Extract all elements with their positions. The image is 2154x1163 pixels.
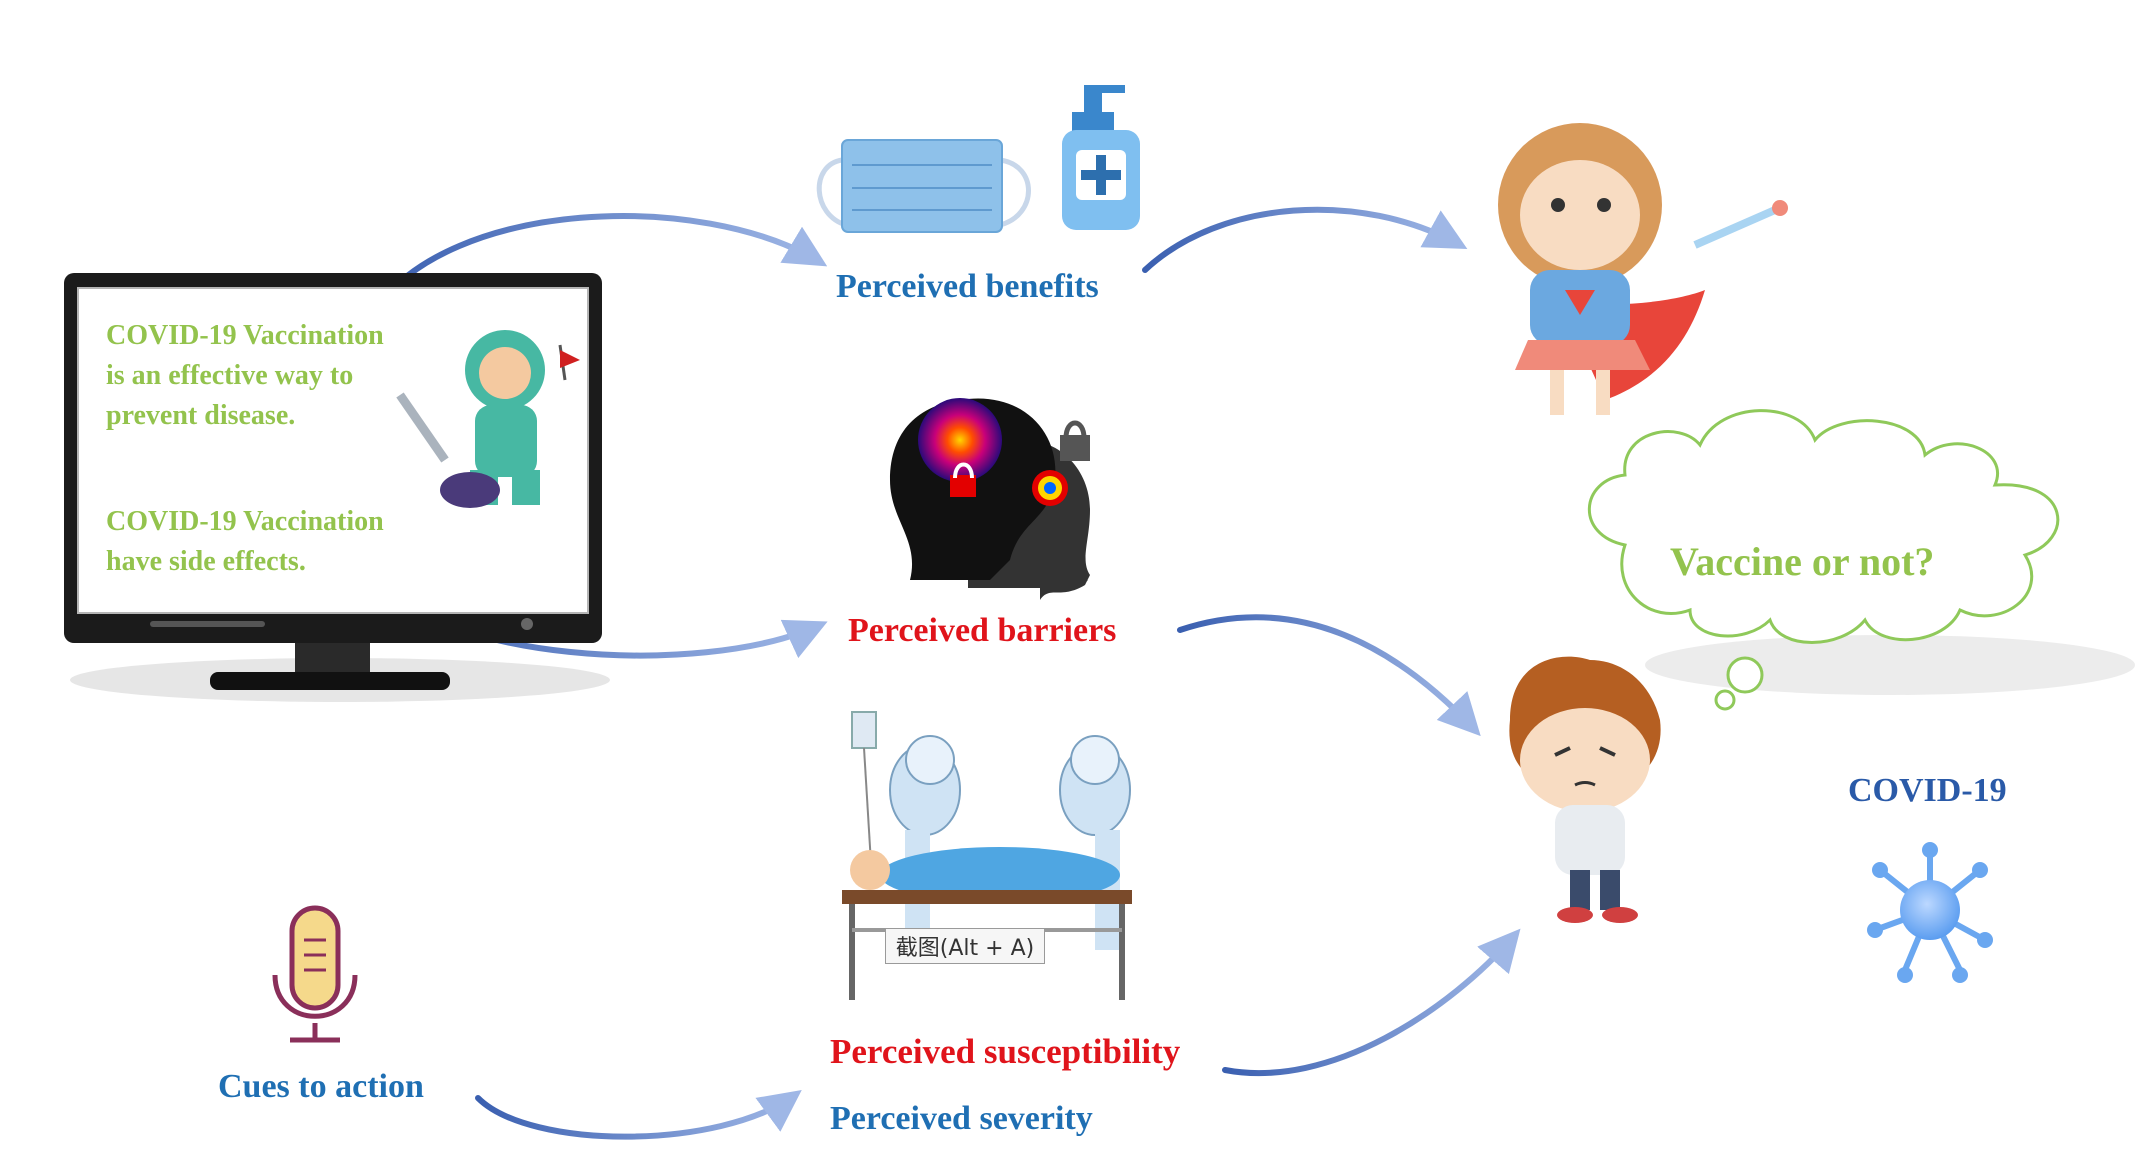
virus-icon: [1867, 842, 1993, 983]
doctor-icon: [396, 330, 580, 508]
arrow-cues-to-severity: [475, 1090, 802, 1140]
label-perceived-susceptibility: Perceived susceptibility: [830, 1032, 1181, 1071]
screenshot-tooltip: 截图(Alt + A): [885, 928, 1045, 964]
monitor-text-benefit-line2: is an effective way to: [106, 360, 354, 391]
brain-lock-icon: [890, 398, 1090, 600]
sanitizer-bottle-icon: [1062, 85, 1140, 230]
face-mask-icon: [816, 139, 1031, 233]
label-perceived-barriers: Perceived barriers: [848, 612, 1117, 649]
label-cues-to-action: Cues to action: [218, 1068, 424, 1105]
arrow-barriers-to-boy: [1177, 614, 1481, 737]
monitor-text-benefit-line3: prevent disease.: [106, 400, 296, 431]
monitor-text-side-effects-line1: COVID-19 Vaccination: [106, 506, 384, 537]
microphone-icon: [272, 905, 358, 1043]
arrow-monitor-to-benefits: [372, 213, 828, 313]
thought-cloud-icon: [1587, 409, 2135, 711]
thought-bubble-text: Vaccine or not?: [1670, 539, 1935, 584]
monitor-text-benefit-line1: COVID-19 Vaccination: [106, 320, 384, 351]
superhero-girl-icon: [1498, 123, 1788, 415]
monitor-text-side-effects-line2: have side effects.: [106, 546, 306, 577]
arrow-benefits-to-girl: [1142, 206, 1468, 273]
label-perceived-severity: Perceived severity: [830, 1100, 1093, 1137]
label-perceived-benefits: Perceived benefits: [836, 268, 1099, 305]
label-covid19: COVID-19: [1848, 772, 2007, 809]
patient-stretcher-icon: [842, 711, 1132, 1000]
monitor-text-side-effects: COVID-19 Vaccination have side effects.: [106, 502, 384, 582]
arrow-susceptibility-to-boy: [1222, 928, 1521, 1077]
confused-boy-icon: [1509, 656, 1661, 923]
monitor-text-benefit: COVID-19 Vaccination is an effective way…: [106, 316, 384, 436]
